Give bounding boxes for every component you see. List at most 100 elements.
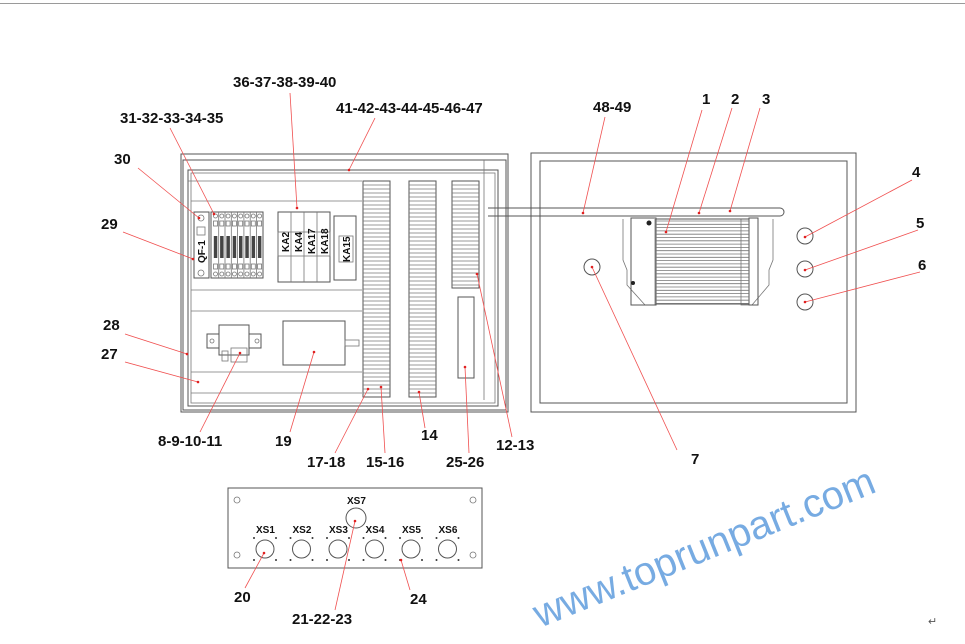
fuse-terminal	[244, 213, 250, 219]
callout-label-l15: 15-16	[366, 454, 404, 471]
callout-label-l48: 48-49	[593, 99, 631, 116]
callout-label-l4: 4	[912, 164, 921, 181]
callout-line-l15	[380, 386, 386, 454]
callout-line-l12	[476, 273, 513, 438]
callout-line-l17	[334, 388, 369, 454]
breaker-label: QF-1	[197, 240, 208, 263]
heater-unit	[622, 217, 774, 306]
fuse-terminal	[238, 213, 244, 219]
socket-xs7	[345, 507, 367, 529]
callout-line-l31	[169, 127, 215, 215]
callout-line-l29	[122, 231, 194, 260]
callout-line-l5	[804, 229, 919, 271]
callout-label-l3: 3	[762, 91, 770, 108]
socket-label-xs6: XS6	[439, 525, 458, 536]
terminal-strips	[362, 180, 480, 398]
callout-line-l8	[199, 352, 241, 433]
fuse-block	[210, 211, 264, 279]
callout-label-l20: 20	[234, 589, 251, 606]
fuse	[226, 236, 230, 258]
callout-label-l25: 25-26	[446, 454, 484, 471]
callout-label-l17: 17-18	[307, 454, 345, 471]
watermark: www.toprunpart.com	[526, 459, 881, 637]
fuse	[245, 236, 249, 258]
callout-line-l28	[124, 333, 188, 355]
callout-line-l20	[244, 552, 265, 589]
socket-xs2	[292, 539, 311, 559]
fuse	[239, 236, 243, 258]
page-top-border	[0, 3, 965, 4]
fuse	[232, 236, 237, 258]
socket-label-xs3: XS3	[329, 525, 348, 536]
callout-line-l27	[124, 361, 199, 383]
callout-line-l14	[418, 391, 426, 429]
fuse	[257, 236, 262, 258]
socket-label-xs2: XS2	[293, 525, 312, 536]
relay-ka18: KA18	[320, 228, 331, 254]
fuse-terminal	[225, 213, 231, 219]
relay-ka2: KA2	[281, 232, 292, 252]
socket-panel: XS7 XS1 XS2 XS3 XS4 XS5 XS6	[227, 487, 483, 569]
callout-label-l29: 29	[101, 216, 118, 233]
callout-label-l28: 28	[103, 317, 120, 334]
fuse-terminal	[250, 213, 256, 219]
relay-block: KA2 KA4 KA17 KA18 KA15	[277, 211, 357, 283]
fuse	[220, 236, 224, 258]
module-8-11	[206, 324, 262, 363]
callout-label-l36: 36-37-38-39-40	[233, 74, 336, 91]
callout-label-l31: 31-32-33-34-35	[120, 110, 223, 127]
callout-line-l4	[804, 179, 913, 238]
socket-xs6	[438, 539, 457, 559]
left-cabinet	[180, 153, 785, 413]
callout-line-l30	[137, 167, 200, 219]
socket-label-xs1: XS1	[256, 525, 275, 536]
callout-label-l8: 8-9-10-11	[158, 433, 222, 450]
fuse	[251, 236, 256, 258]
fuse-terminal	[213, 213, 218, 219]
callout-line-l48	[582, 116, 606, 214]
callout-label-l14: 14	[421, 427, 438, 444]
callout-line-l21	[334, 520, 356, 611]
fuse-terminal	[219, 213, 225, 219]
callout-label-l7: 7	[691, 451, 699, 468]
fuse-terminal	[231, 213, 237, 219]
callout-label-l27: 27	[101, 346, 118, 363]
return-mark: ↵	[928, 616, 937, 628]
callout-line-l25	[464, 366, 470, 454]
relay-ka15: KA15	[342, 236, 353, 262]
relay-ka4: KA4	[294, 232, 305, 252]
socket-xs3	[328, 539, 348, 559]
callout-line-l41	[348, 117, 376, 171]
callout-line-l19	[289, 351, 315, 433]
callout-line-l3	[729, 107, 761, 212]
callout-label-l6: 6	[918, 257, 926, 274]
module-19	[282, 320, 360, 366]
socket-label-xs4: XS4	[366, 525, 385, 536]
callout-label-l2: 2	[731, 91, 739, 108]
relay-ka17: KA17	[307, 228, 318, 254]
socket-label-xs5: XS5	[402, 525, 421, 536]
callout-line-l2	[698, 107, 733, 214]
callout-line-l24	[400, 559, 411, 591]
callout-label-l1: 1	[702, 91, 710, 108]
socket-xs7-label: XS7	[347, 496, 366, 507]
callout-label-l5: 5	[916, 215, 924, 232]
callout-line-l6	[804, 271, 921, 303]
socket-xs4	[365, 539, 384, 559]
callout-label-l30: 30	[114, 151, 131, 168]
callout-label-l21: 21-22-23	[292, 611, 352, 628]
callout-label-l19: 19	[275, 433, 292, 450]
callout-label-l12: 12-13	[496, 437, 534, 454]
callout-label-l24: 24	[410, 591, 427, 608]
callout-label-l41: 41-42-43-44-45-46-47	[336, 100, 483, 117]
socket-xs1	[255, 539, 275, 559]
fuse-terminal	[257, 213, 263, 219]
callout-line-l1	[665, 109, 703, 233]
callout-line-l7	[591, 266, 678, 451]
socket-xs5	[401, 539, 421, 559]
breaker-qf1: QF-1	[193, 211, 210, 279]
callout-line-l36	[289, 92, 298, 209]
right-cabinet	[530, 152, 857, 413]
